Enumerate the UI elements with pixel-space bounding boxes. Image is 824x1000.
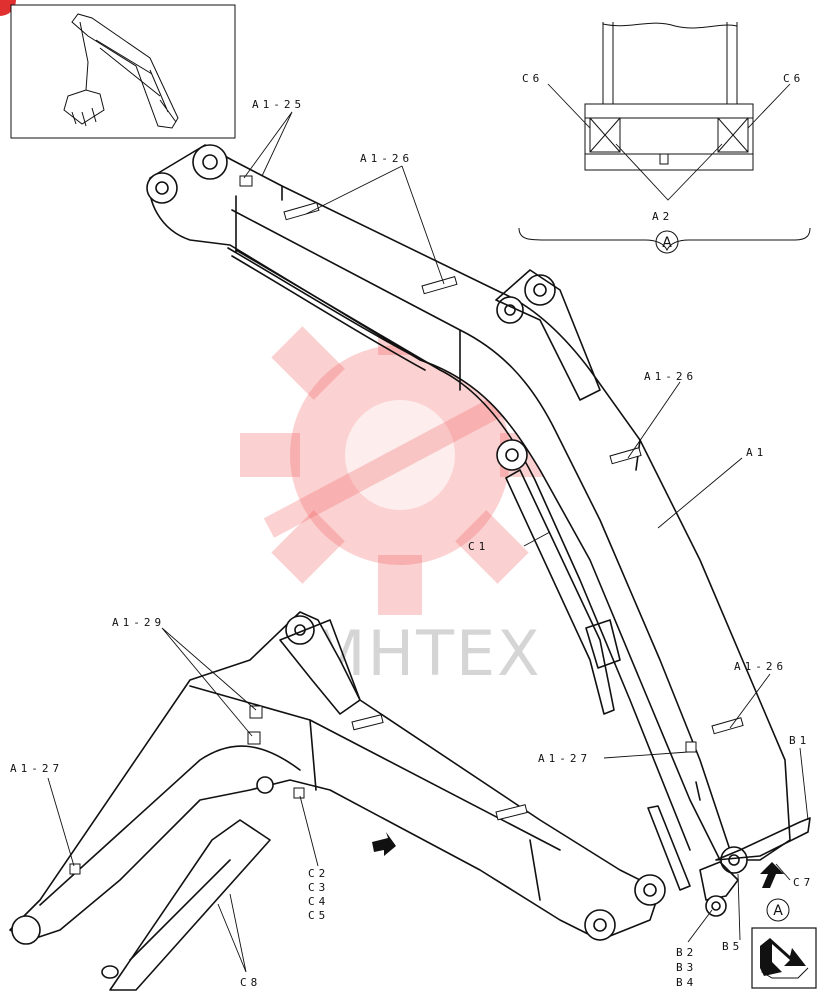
excavator-thumbnail [10, 4, 236, 139]
label-a1: A1 [746, 446, 767, 459]
label-c2: C2 [308, 867, 329, 880]
label-c1: C1 [468, 540, 489, 553]
label-a1-29: A1-29 [112, 616, 165, 629]
label-b2: B2 [676, 946, 697, 959]
label-a1-27-right: A1-27 [538, 752, 591, 765]
label-b1: B1 [789, 734, 810, 747]
label-a1-26-low: A1-26 [734, 660, 787, 673]
label-c7: C7 [793, 876, 814, 889]
label-a1-25: A1-25 [252, 98, 305, 111]
corner-badge-icon [0, 0, 16, 16]
label-a1-27-left: A1-27 [10, 762, 63, 775]
label-c5: C5 [308, 909, 329, 922]
label-c4: C4 [308, 895, 329, 908]
label-a2: A2 [652, 210, 673, 223]
next-page-arrow-icon[interactable] [751, 927, 817, 989]
label-c8: C8 [240, 976, 261, 989]
direction-arrow-icon [372, 832, 396, 856]
callout-labels: A1-25 A1-26 A1-26 A1 C1 A1-26 A1-29 A1-2… [10, 98, 814, 989]
boom-assembly [9, 611, 666, 991]
label-b3: B3 [676, 961, 697, 974]
arm-assembly [146, 144, 811, 917]
detail-view-a: A C6 C6 A2 [518, 22, 811, 254]
view-arrow-icon [760, 862, 784, 888]
leader-lines [47, 111, 809, 973]
view-marker-bottom: A [773, 903, 783, 919]
watermark-text: MHTEX [312, 617, 542, 690]
view-marker-top: A [662, 235, 672, 251]
label-b4: B4 [676, 976, 697, 989]
label-b5: B5 [722, 940, 743, 953]
label-a1-26-top: A1-26 [360, 152, 413, 165]
label-c6-left: C6 [522, 72, 543, 85]
label-c3: C3 [308, 881, 329, 894]
label-a1-26-mid: A1-26 [644, 370, 697, 383]
label-c6-right: C6 [783, 72, 804, 85]
